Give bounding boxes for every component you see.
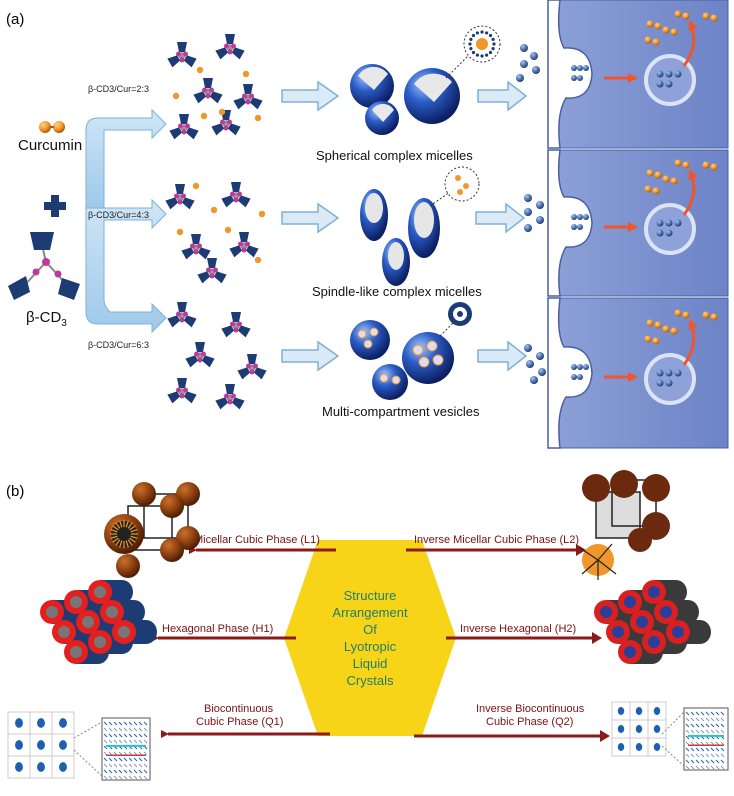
nanoparticle-cluster — [524, 194, 544, 232]
inverse-hexagonal-illustration — [594, 580, 711, 664]
nanoparticle-cluster — [524, 344, 546, 384]
svg-text:Liquid: Liquid — [353, 656, 388, 671]
process-arrow — [477, 340, 528, 372]
panel-b-label: (b) — [6, 483, 24, 500]
cell-panels — [547, 0, 729, 449]
complex-cluster — [165, 182, 266, 284]
inverse-bicontinuous-cubic-illustration — [611, 701, 729, 771]
ratio-label: β-CD3/Cur=4:3 — [88, 210, 149, 220]
curcumin-icon — [39, 121, 65, 133]
beta-cd3-molecule-icon — [8, 232, 80, 300]
panel-a: (a) Curcumin β-CD3 β-C — [6, 0, 729, 449]
hexagonal-phase-illustration — [40, 580, 157, 664]
process-arrow — [475, 202, 526, 234]
cell-panel — [547, 297, 729, 449]
curcumin-label: Curcumin — [18, 137, 82, 154]
phase-arrow — [446, 632, 602, 644]
phase-label-h2: Inverse Hexagonal (H2) — [460, 623, 576, 635]
svg-text:Crystals: Crystals — [347, 673, 394, 688]
phase-label-l1: Micellar Cubic Phase (L1) — [194, 534, 320, 546]
vesicles-illustration — [350, 302, 472, 400]
cell-panel — [547, 149, 729, 297]
phase-label-l2: Inverse Micellar Cubic Phase (L2) — [414, 534, 579, 546]
phase-label-q2-line2: Cubic Phase (Q2) — [486, 716, 573, 728]
spindle-micelles-illustration — [360, 166, 480, 286]
beta-cd3-label: β-CD3 — [26, 309, 67, 329]
assembly-label: Spherical complex micelles — [316, 148, 473, 163]
svg-text:Structure: Structure — [344, 588, 397, 603]
ratio-label: β-CD3/Cur=2:3 — [88, 84, 149, 94]
process-arrow — [281, 202, 340, 234]
svg-text:Arrangement: Arrangement — [332, 605, 408, 620]
central-hexagon-text: Structure Arrangement Of Lyotropic Liqui… — [332, 588, 408, 688]
panel-b: (b) Structure Arrangement Of Lyotropic L… — [6, 470, 729, 781]
branching-arrow — [85, 108, 167, 334]
phase-label-h1: Hexagonal Phase (H1) — [162, 623, 273, 635]
assembly-label: Multi-compartment vesicles — [322, 404, 480, 419]
svg-text:Lyotropic: Lyotropic — [344, 639, 397, 654]
central-hexagon — [284, 540, 456, 736]
nanoparticle-cluster — [516, 44, 540, 82]
phase-label-q1-line1: Biocontinuous — [204, 703, 274, 715]
process-arrow — [281, 80, 340, 112]
spherical-micelles-illustration — [350, 25, 501, 135]
phase-label-q1-line2: Cubic Phase (Q1) — [196, 716, 283, 728]
assembly-label: Spindle-like complex micelles — [312, 284, 482, 299]
phase-label-q2-line1: Inverse Biocontinuous — [476, 703, 585, 715]
process-arrow — [477, 80, 528, 112]
complex-cluster — [167, 302, 267, 410]
micellar-cubic-illustration — [104, 482, 200, 578]
bicontinuous-cubic-illustration — [7, 711, 151, 781]
process-arrow — [281, 340, 340, 372]
complex-cluster — [167, 34, 263, 140]
panel-a-label: (a) — [6, 11, 24, 28]
ratio-label: β-CD3/Cur=6:3 — [88, 340, 149, 350]
inverse-micellar-cubic-illustration — [579, 470, 670, 580]
phase-arrow — [406, 544, 586, 556]
svg-text:Of: Of — [363, 622, 377, 637]
plus-icon — [44, 195, 66, 217]
cell-panel — [547, 0, 729, 149]
phase-arrow — [414, 730, 610, 742]
